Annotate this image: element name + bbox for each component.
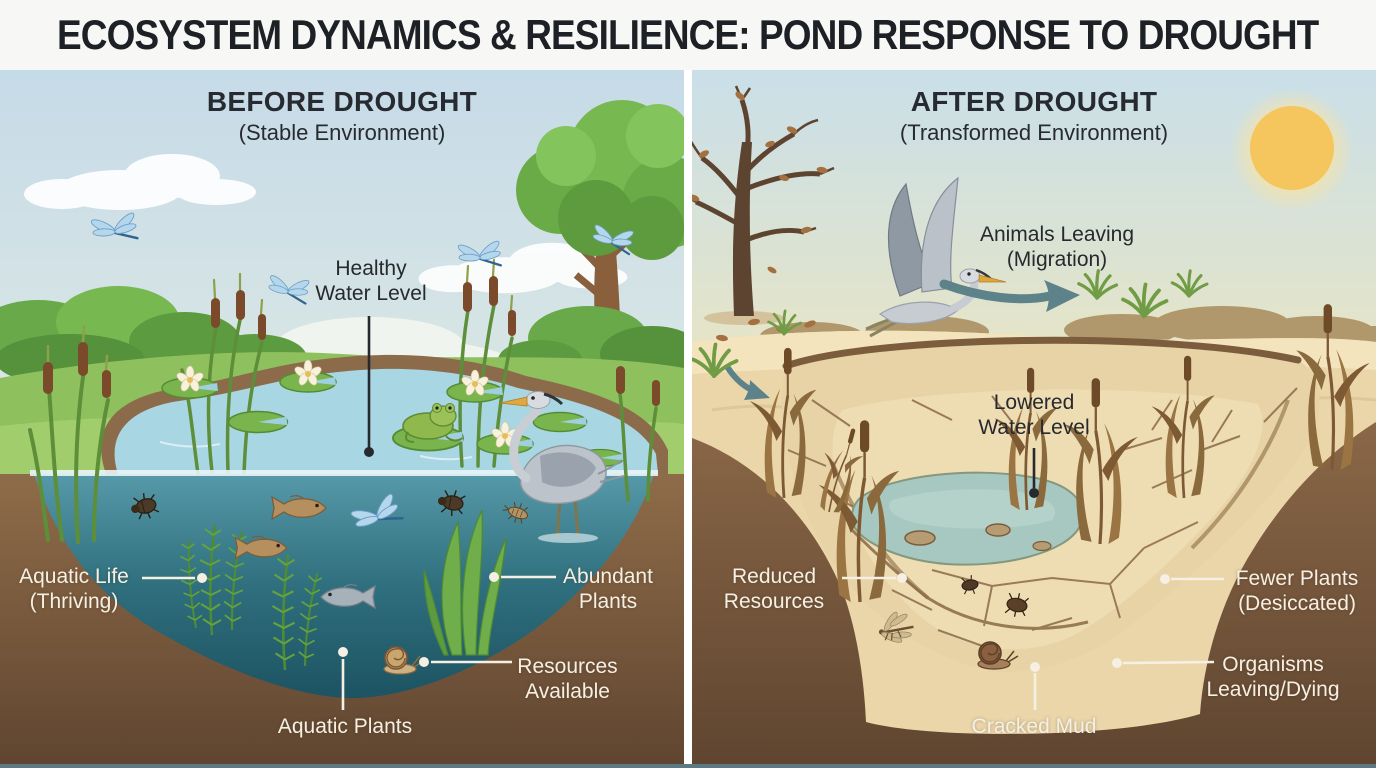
page-title: ECOSYSTEM DYNAMICS & RESILIENCE: POND RE…: [57, 11, 1319, 58]
flying-heron-icon: [865, 176, 1007, 338]
puddle: [850, 471, 1084, 566]
resources-available-label: Resources Available: [517, 655, 618, 704]
animals-leaving-label: Animals Leaving (Migration): [979, 223, 1135, 272]
dead-dragonfly-icon: [878, 611, 914, 643]
before-subheading: (Stable Environment): [238, 120, 446, 145]
front-cattails: [28, 324, 660, 544]
small-arrow-icon: [725, 365, 770, 400]
before-scene-illustration: [0, 70, 684, 768]
aquatic-plants-label: Aquatic Plants: [277, 715, 413, 738]
aquatic-life-label: Aquatic Life (Thriving): [19, 565, 129, 614]
dead-bug-icon: [961, 575, 979, 595]
after-scene-illustration: [692, 70, 1376, 768]
fewer-plants-label: Fewer Plants (Desiccated): [1235, 567, 1359, 616]
abundant-plants-label: Abundant Plants: [563, 565, 653, 614]
dry-snail-icon: [977, 641, 1019, 670]
aquatic-plants-pointer: [338, 647, 348, 710]
basin-rim: [782, 336, 1302, 370]
underwater-basin: [34, 474, 654, 698]
after-heading-group: AFTER DROUGHT (Transformed Environment): [692, 86, 1376, 146]
organisms-pointer: [1112, 658, 1215, 668]
before-heading-group: BEFORE DROUGHT (Stable Environment): [0, 86, 684, 146]
before-pointers: [142, 316, 556, 710]
healthy-water-level-label: Healthy Water Level: [315, 257, 427, 306]
fewer-plants-pointer: [1160, 574, 1224, 584]
after-subheading: (Transformed Environment): [899, 120, 1169, 145]
after-panel: AFTER DROUGHT (Transformed Environment) …: [692, 70, 1376, 768]
resources-available-pointer: [419, 657, 512, 667]
after-pointers: [842, 448, 1224, 710]
dark-soil: [692, 422, 1376, 768]
heron-icon: [499, 391, 625, 543]
cracked-mud-label: Cracked Mud: [971, 715, 1097, 738]
cracked-mud-pointer: [1030, 662, 1040, 710]
organisms-leaving-dying-label: Organisms Leaving/Dying: [1206, 653, 1340, 702]
title-bar: ECOSYSTEM DYNAMICS & RESILIENCE: POND RE…: [0, 0, 1376, 70]
waterline: [30, 470, 658, 476]
before-heading: BEFORE DROUGHT: [206, 86, 478, 117]
after-heading: AFTER DROUGHT: [910, 86, 1158, 117]
aquatic-life-pointer: [142, 573, 207, 583]
panels: BEFORE DROUGHT (Stable Environment) Heal…: [0, 70, 1376, 768]
healthy-water-level-pointer: [364, 316, 374, 457]
lowered-water-level-pointer: [1029, 448, 1039, 498]
sun-icon: [1230, 88, 1354, 212]
dead-beetle-icon: [1004, 592, 1030, 617]
frog-icon: [402, 403, 463, 443]
abundant-plants-pointer: [489, 572, 556, 582]
bottom-edge-strip: [0, 764, 1376, 768]
migration-arrow-icon: [939, 279, 1080, 312]
reduced-resources-pointer: [842, 573, 907, 583]
bare-tree-icon: [692, 85, 835, 342]
lowered-water-level-label: Lowered Water Level: [978, 391, 1090, 440]
aquatic-plants-illustration: [176, 509, 507, 672]
reduced-resources-label: Reduced Resources: [723, 565, 825, 614]
before-panel: BEFORE DROUGHT (Stable Environment) Heal…: [0, 70, 684, 768]
panel-divider: [684, 70, 692, 768]
